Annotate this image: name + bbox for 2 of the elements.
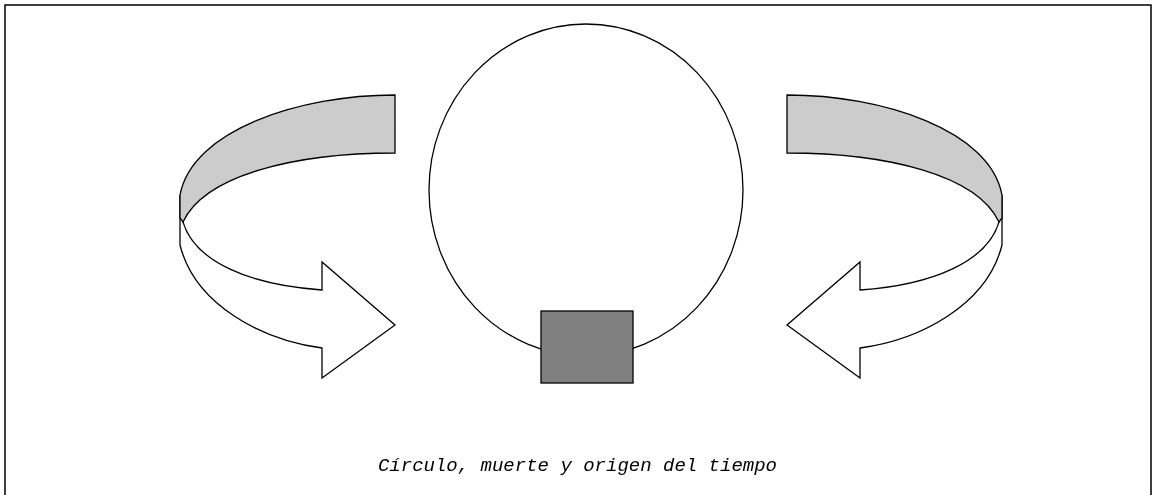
- filled-square: [541, 311, 633, 383]
- caption: Círculo, muerte y origen del tiempo: [377, 455, 778, 477]
